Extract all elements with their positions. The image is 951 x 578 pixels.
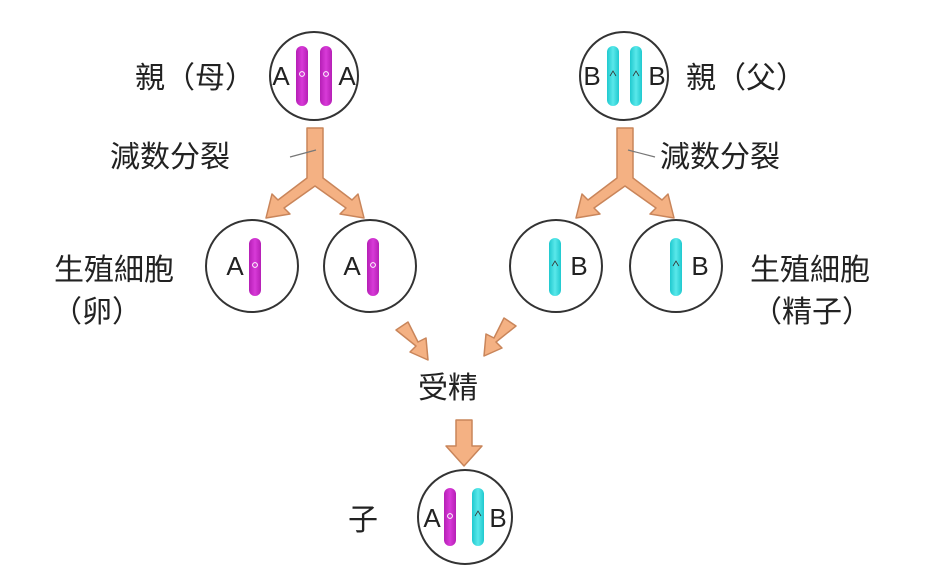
meiosis-arrow-mother	[265, 127, 365, 219]
germ-cell-label-right: 生殖細胞	[750, 253, 870, 288]
child-label: 子	[348, 503, 378, 538]
mother-cell: A A	[269, 31, 359, 121]
father-label: 親（父）	[686, 61, 806, 96]
egg-cell-2: A	[323, 219, 417, 313]
meiosis-label-right: 減数分裂	[660, 140, 780, 175]
child-allele-left: A	[423, 503, 441, 533]
egg-cell-1: A	[205, 219, 299, 313]
sperm-chromosome-2	[670, 238, 682, 296]
sperm-cell-1: B	[509, 219, 603, 313]
mother-allele-left: A	[272, 61, 290, 91]
meiosis-label-left: 減数分裂	[110, 140, 230, 175]
offspring-arrow	[445, 419, 483, 467]
sperm-chromosome-1	[549, 238, 561, 296]
child-cell: A B	[417, 469, 513, 565]
egg1-allele: A	[226, 251, 244, 281]
germ-cell-label-left: 生殖細胞	[54, 253, 174, 288]
fertilization-arrow-sperm	[483, 317, 517, 357]
sperm-label: （精子）	[752, 295, 872, 330]
fertilization-label: 受精	[418, 371, 478, 406]
meiosis-pointer-left	[289, 149, 317, 158]
fertilization-arrow-egg	[395, 321, 429, 361]
father-chromosome-2	[630, 46, 642, 106]
mother-label: 親（母）	[135, 61, 255, 96]
father-allele-left: B	[583, 61, 600, 91]
sperm2-allele: B	[691, 251, 708, 281]
father-cell: B B	[579, 31, 669, 121]
sperm-cell-2: B	[629, 219, 723, 313]
egg-label: （卵）	[52, 295, 142, 330]
father-chromosome-1	[607, 46, 619, 106]
father-allele-right: B	[648, 61, 665, 91]
egg2-allele: A	[343, 251, 361, 281]
sperm1-allele: B	[570, 251, 587, 281]
meiosis-arrow-father	[575, 127, 675, 219]
child-chromosome-maternal	[444, 488, 456, 546]
meiosis-pointer-right	[627, 149, 656, 158]
child-allele-right: B	[489, 503, 506, 533]
child-chromosome-paternal	[472, 488, 484, 546]
mother-allele-right: A	[338, 61, 356, 91]
